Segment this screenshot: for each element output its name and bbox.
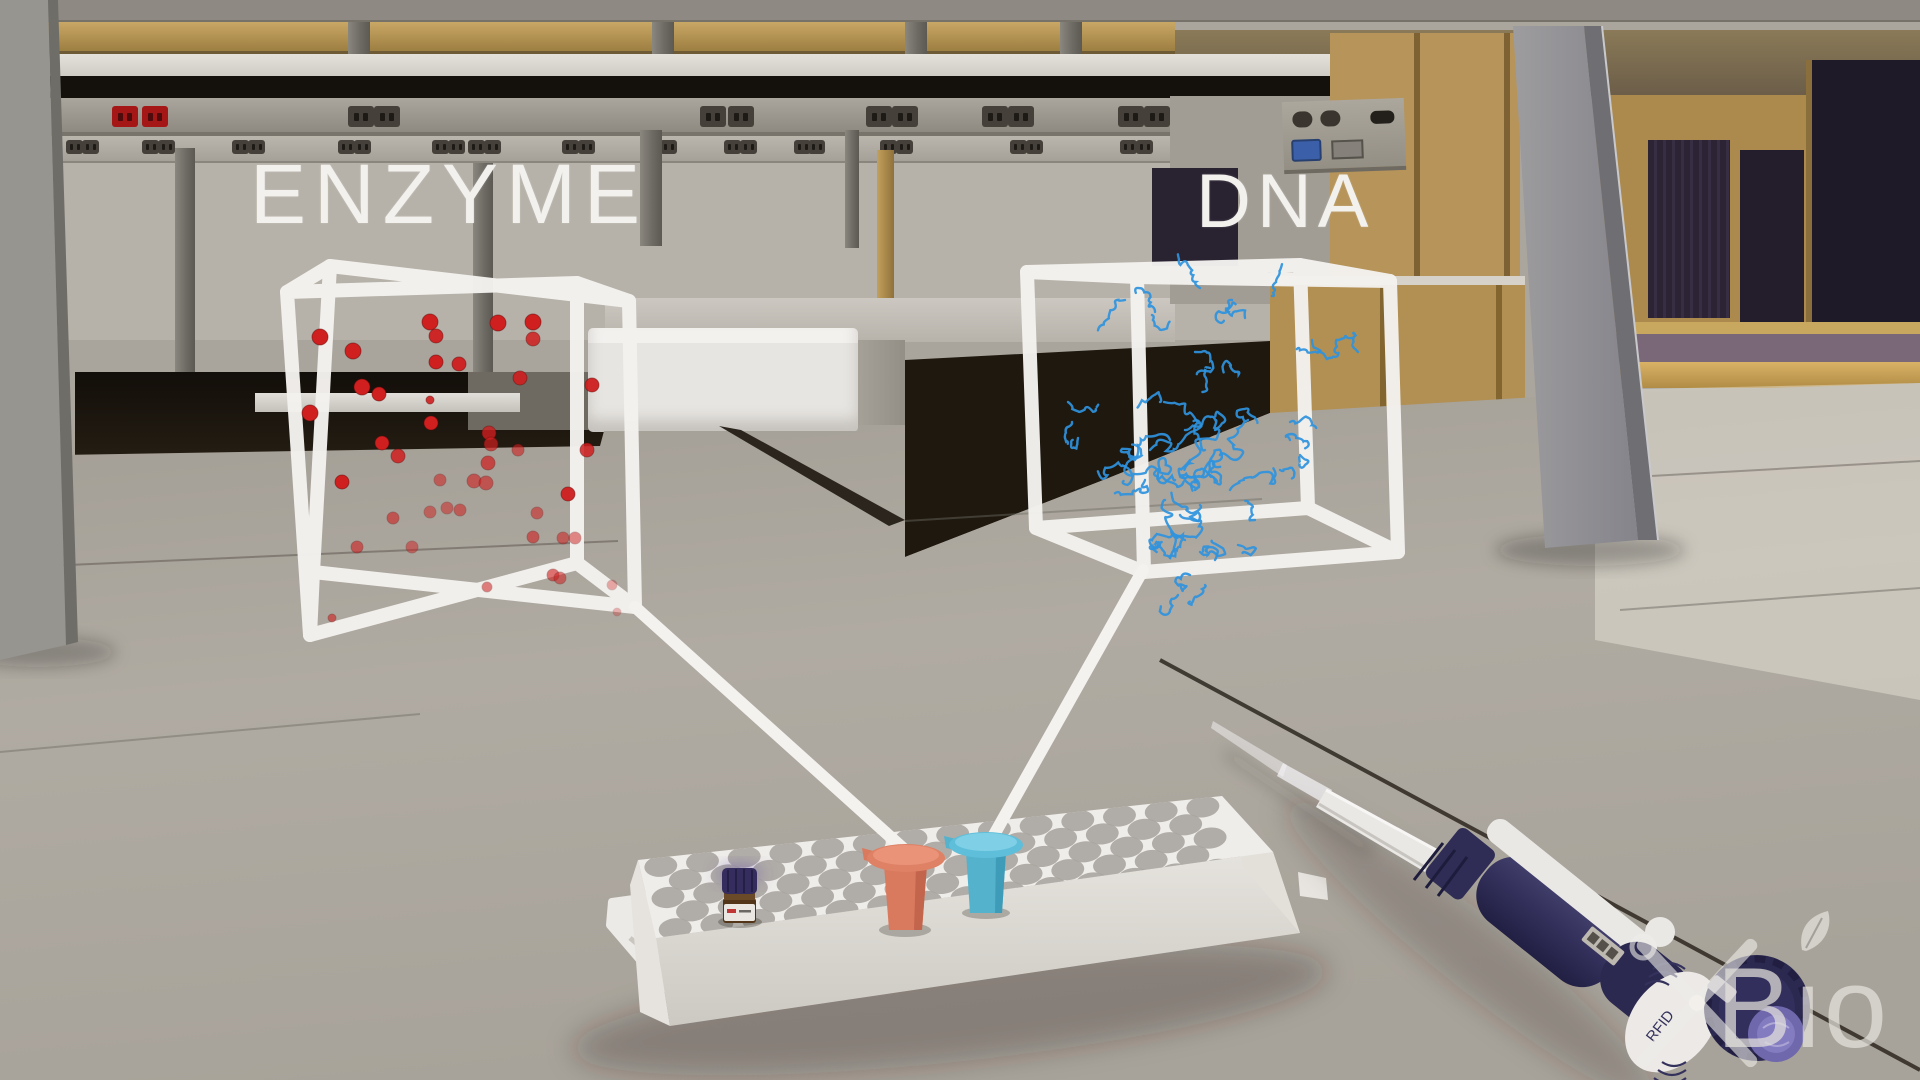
power-rail-lower xyxy=(0,136,1258,163)
pipette-tip-collar xyxy=(1277,763,1332,804)
far-right-counter-edge xyxy=(1595,322,1920,336)
outlet-icon xyxy=(1118,106,1144,127)
far-right-dark-panel xyxy=(1806,60,1920,340)
dark-recess-behind-dna xyxy=(1152,168,1238,266)
vial-label-text-mark xyxy=(739,910,751,913)
rack-front-face xyxy=(656,852,1300,1026)
outlet-icon xyxy=(432,140,449,154)
dna-tube[interactable] xyxy=(944,832,1023,919)
outlet-icon xyxy=(348,106,374,127)
outlet-icon xyxy=(808,140,825,154)
purple-panel xyxy=(1740,150,1804,332)
gray-post xyxy=(845,130,859,248)
outlet-icon xyxy=(82,140,99,154)
outlet-icon xyxy=(232,140,249,154)
power-rail-upper xyxy=(0,98,1258,136)
beam-post xyxy=(905,22,927,54)
enzyme-particles xyxy=(301,313,622,623)
pipette-tip xyxy=(1211,721,1287,777)
gray-post xyxy=(640,130,662,246)
rack-tab xyxy=(1298,872,1328,900)
emergency-outlet-icon xyxy=(142,106,168,127)
enzyme-label: ENZYME xyxy=(250,147,649,241)
outlet-icon xyxy=(866,106,892,127)
outlet-icon xyxy=(1136,140,1153,154)
pipette-shaft xyxy=(1316,790,1436,872)
bench-back-ledge xyxy=(0,54,1520,76)
outlet-icon xyxy=(794,140,811,154)
left-pillar xyxy=(0,0,116,667)
crossed-tools-x-icon xyxy=(1629,933,1758,1068)
outlet-icon xyxy=(374,106,400,127)
vial-cap xyxy=(722,868,757,894)
beam-post xyxy=(652,22,674,54)
outlet-icon xyxy=(1008,106,1034,127)
outlet-icon xyxy=(660,140,677,154)
outlet-icon xyxy=(354,140,371,154)
outlet-icon xyxy=(142,140,159,154)
outlet-icon xyxy=(1010,140,1027,154)
under-bench-opening-right xyxy=(905,341,1270,557)
guide-lines xyxy=(629,564,1149,856)
logo-text: Bıo xyxy=(1716,945,1887,1072)
outlet-icon xyxy=(740,140,757,154)
ceiling-strip xyxy=(0,0,1920,22)
beam-post xyxy=(1060,22,1082,54)
outlet-icon xyxy=(982,106,1008,127)
outlet-icon xyxy=(724,140,741,154)
reagent-vial[interactable] xyxy=(718,864,762,928)
far-right-wood-strip xyxy=(1595,362,1920,388)
beam-post xyxy=(348,22,370,54)
outlet-icon xyxy=(468,140,485,154)
outlet-icon xyxy=(578,140,595,154)
outlet-icon xyxy=(1144,106,1170,127)
vial-label-red-mark xyxy=(727,909,736,913)
dna-label: DNA xyxy=(1196,159,1375,244)
enzyme-tube[interactable] xyxy=(862,844,945,937)
emergency-outlet-icon xyxy=(112,106,138,127)
dna-strands xyxy=(1063,253,1360,616)
outlet-icon xyxy=(448,140,465,154)
outlet-icon xyxy=(158,140,175,154)
leaf-icon xyxy=(1801,911,1830,951)
pipette-handle xyxy=(1486,818,1658,962)
dna-guide-line xyxy=(984,564,1149,848)
bench-shadow-band xyxy=(0,76,1520,98)
outlet-icon xyxy=(562,140,579,154)
pipette[interactable]: RFID xyxy=(1211,721,1810,1080)
outlet-icon xyxy=(896,140,913,154)
outlet-icon xyxy=(1026,140,1043,154)
purple-shutter-panel xyxy=(1648,140,1730,318)
tube-rack[interactable] xyxy=(567,795,1334,1080)
vial-neck xyxy=(724,892,755,900)
table-light-patch xyxy=(1595,383,1920,700)
enzyme-guide-line xyxy=(629,601,911,856)
enzyme-cube xyxy=(280,259,642,642)
far-right-mauve-floor xyxy=(1595,334,1920,364)
outlet-icon xyxy=(338,140,355,154)
outlet-icon xyxy=(700,106,726,127)
outlet-icon xyxy=(248,140,265,154)
outlet-icon xyxy=(66,140,83,154)
xbio-logo-watermark: Bıo xyxy=(1629,911,1887,1072)
outlet-icon xyxy=(728,106,754,127)
overhead-wood-beam xyxy=(0,22,1175,54)
gray-post xyxy=(175,148,195,374)
rack-left-face xyxy=(630,860,670,1026)
right-pillar xyxy=(1495,25,1685,566)
dna-cube xyxy=(1020,258,1405,579)
outlet-icon xyxy=(1120,140,1137,154)
outlet-icon xyxy=(484,140,501,154)
outlet-icon xyxy=(892,106,918,127)
pipette-grip xyxy=(1476,856,1620,988)
